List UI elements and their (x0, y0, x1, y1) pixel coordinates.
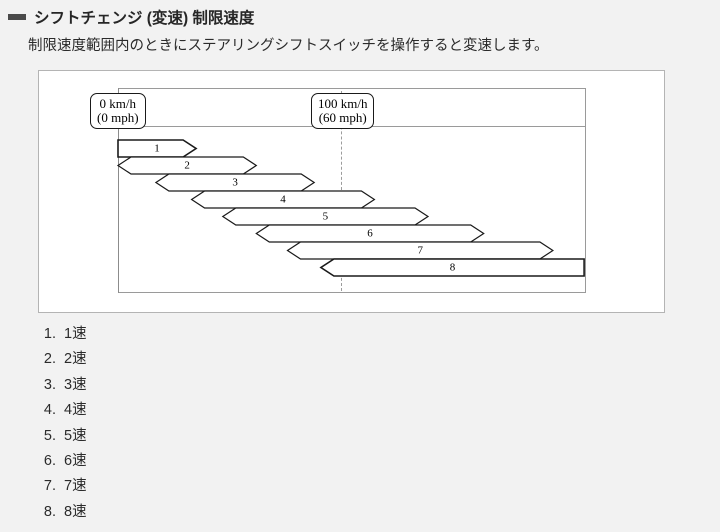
gear-list: 1速 2速 3速 4速 5速 6速 7速 8速 (34, 322, 87, 525)
section-heading: シフトチェンジ (変速) 制限速度 (8, 6, 254, 28)
page-title: シフトチェンジ (変速) 制限速度 (34, 10, 255, 27)
list-item: 5速 (60, 424, 87, 449)
axis-line-zero (118, 88, 119, 293)
section-description: 制限速度範囲内のときにステアリングシフトスイッチを操作すると変速します。 (28, 38, 549, 54)
list-item: 2速 (60, 347, 87, 372)
speed-label-zero-kmh: 0 km/h (99, 96, 136, 111)
speed-label-hundred: 100 km/h (60 mph) (311, 93, 375, 129)
dash-icon (8, 14, 26, 20)
list-item: 7速 (60, 474, 87, 499)
speed-label-zero: 0 km/h (0 mph) (90, 93, 146, 129)
speed-label-hundred-kmh: 100 km/h (318, 96, 368, 111)
list-item: 8速 (60, 500, 87, 525)
list-item: 4速 (60, 398, 87, 423)
speed-label-zero-mph: (0 mph) (97, 110, 139, 125)
speed-label-hundred-mph: (60 mph) (318, 110, 367, 125)
list-item: 6速 (60, 449, 87, 474)
list-item: 1速 (60, 322, 87, 347)
list-item: 3速 (60, 373, 87, 398)
